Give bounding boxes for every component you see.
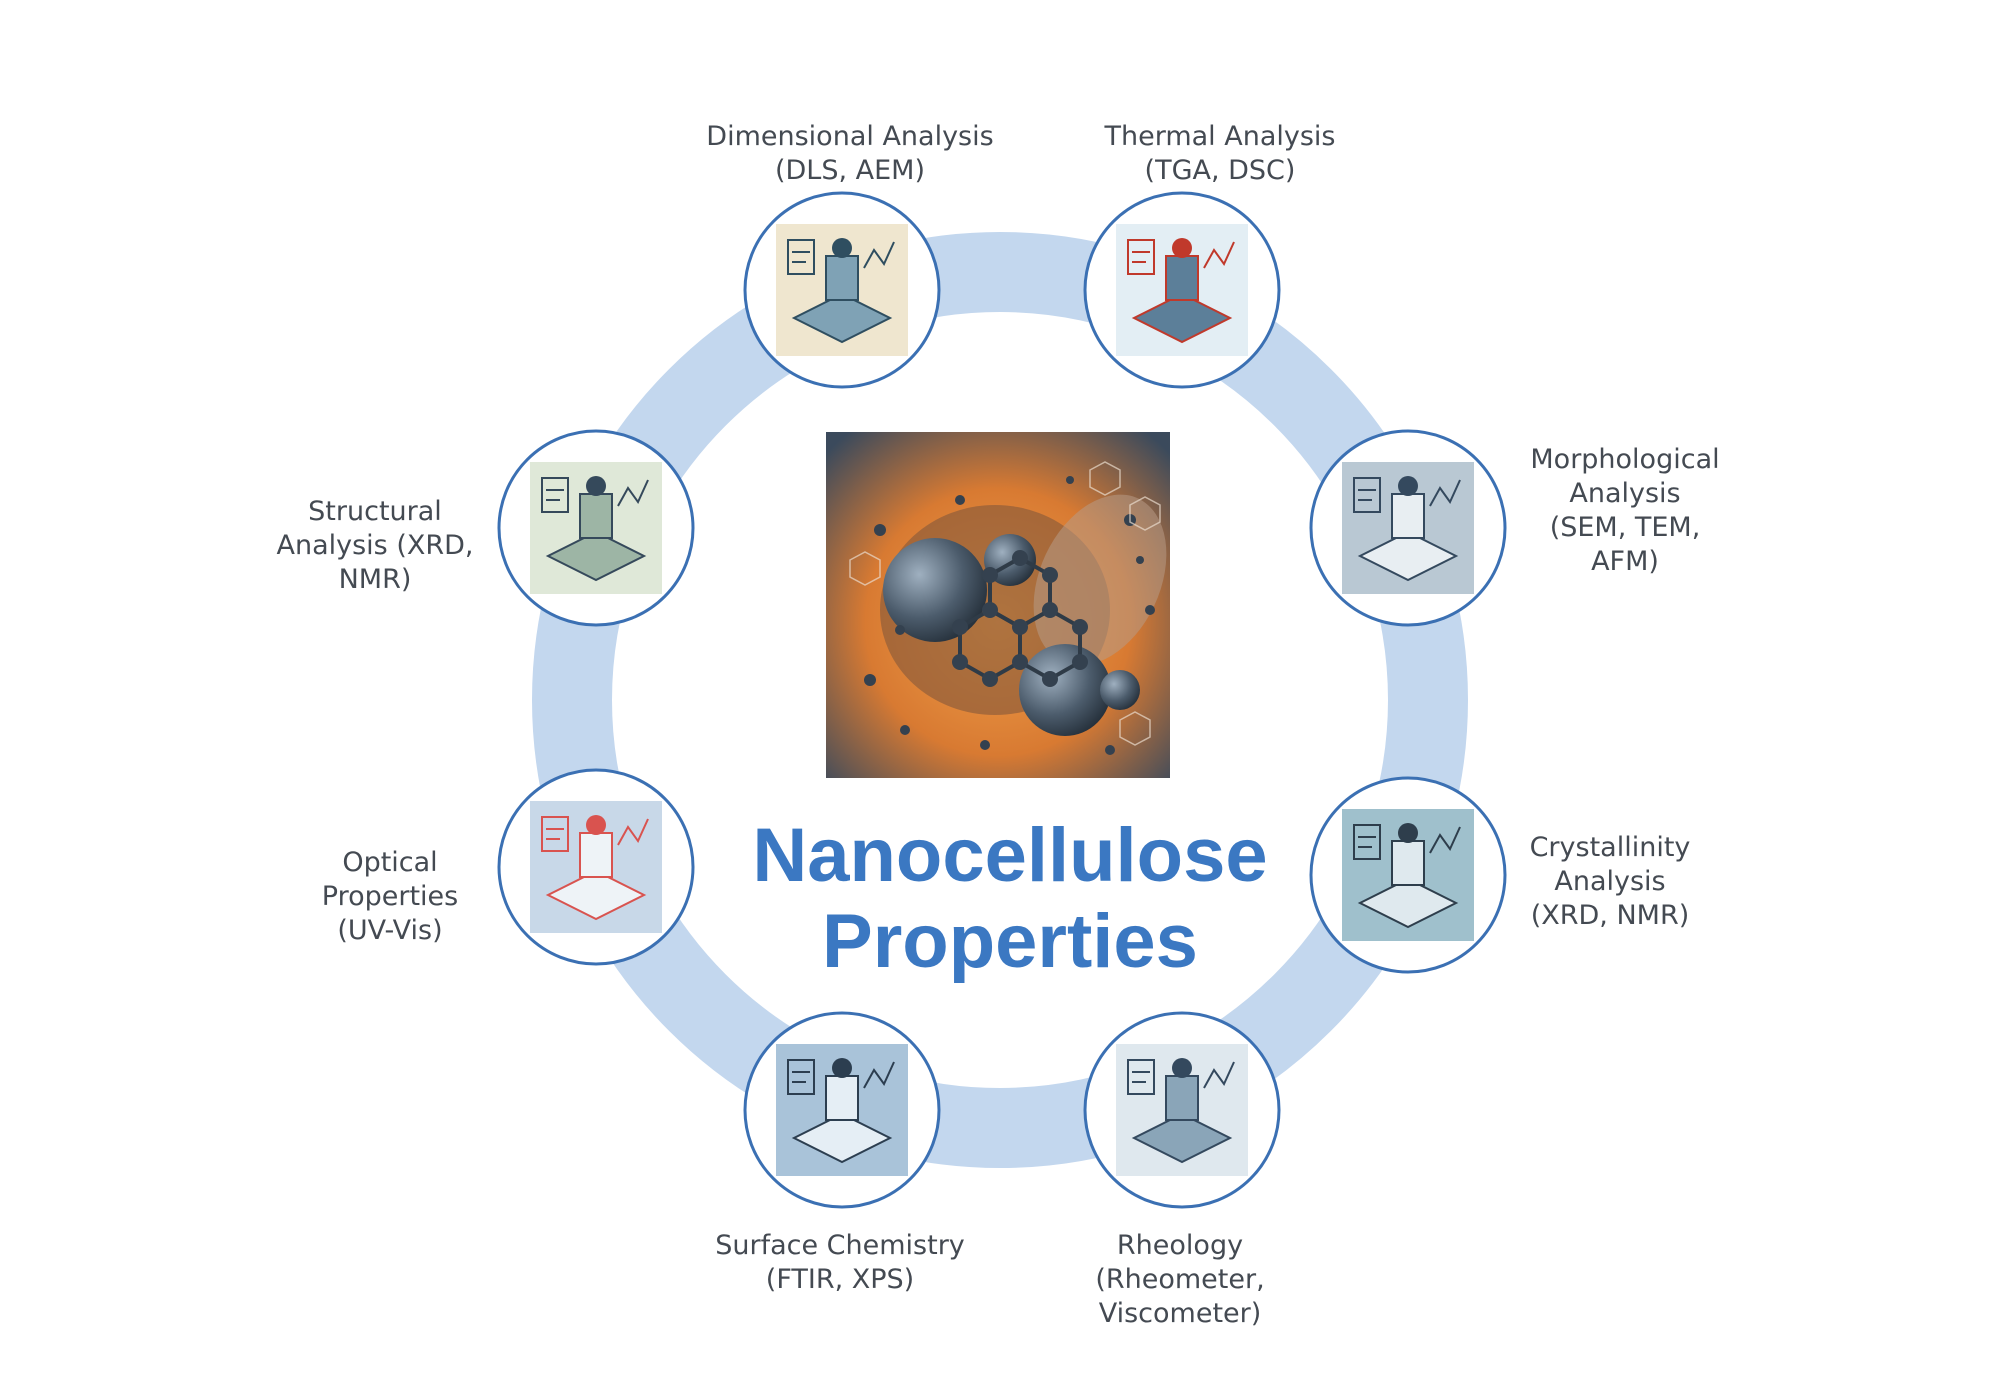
uv-vis-instrument-illustration: [530, 801, 662, 933]
label-surface-chemistry: Surface Chemistry (FTIR, XPS): [715, 1230, 965, 1295]
label-thermal-analysis: Thermal Analysis (TGA, DSC): [1104, 121, 1336, 186]
spectrometer-illustration: [776, 1044, 908, 1176]
crystal-diffraction-illustration: [1342, 809, 1474, 941]
label-morphological-analysis: Morphological Analysis (SEM, TEM, AFM): [1530, 444, 1720, 577]
diagram-title-line-1: Nanocellulose: [752, 813, 1268, 898]
node-crystallinity: [1309, 776, 1507, 974]
connection-ring: [532, 232, 1468, 1168]
label-dimensional-analysis: Dimensional Analysis (DLS, AEM): [706, 121, 994, 186]
diffractometer-illustration: [530, 462, 662, 594]
diagram-title-line-2: Properties: [822, 899, 1198, 984]
node-structural: [497, 429, 695, 627]
thermal-analyzer-illustration: [1116, 224, 1248, 356]
node-dimensional: [743, 191, 941, 389]
label-rheology: Rheology (Rheometer, Viscometer): [1095, 1230, 1265, 1329]
label-structural-analysis: Structural Analysis (XRD, NMR): [276, 496, 474, 595]
microscope-surface-illustration: [1342, 462, 1474, 594]
node-rheology: [1083, 1011, 1281, 1209]
nanocellulose-illustration: [826, 432, 1170, 778]
lab-bench-illustration: [776, 224, 908, 356]
node-surface: [743, 1011, 941, 1209]
node-thermal: [1083, 191, 1281, 389]
node-optical: [497, 768, 695, 966]
rheometer-illustration: [1116, 1044, 1248, 1176]
label-optical-properties: Optical Properties (UV-Vis): [321, 847, 459, 946]
label-crystallinity-analysis: Crystallinity Analysis (XRD, NMR): [1529, 832, 1691, 931]
node-morphological: [1309, 429, 1507, 627]
